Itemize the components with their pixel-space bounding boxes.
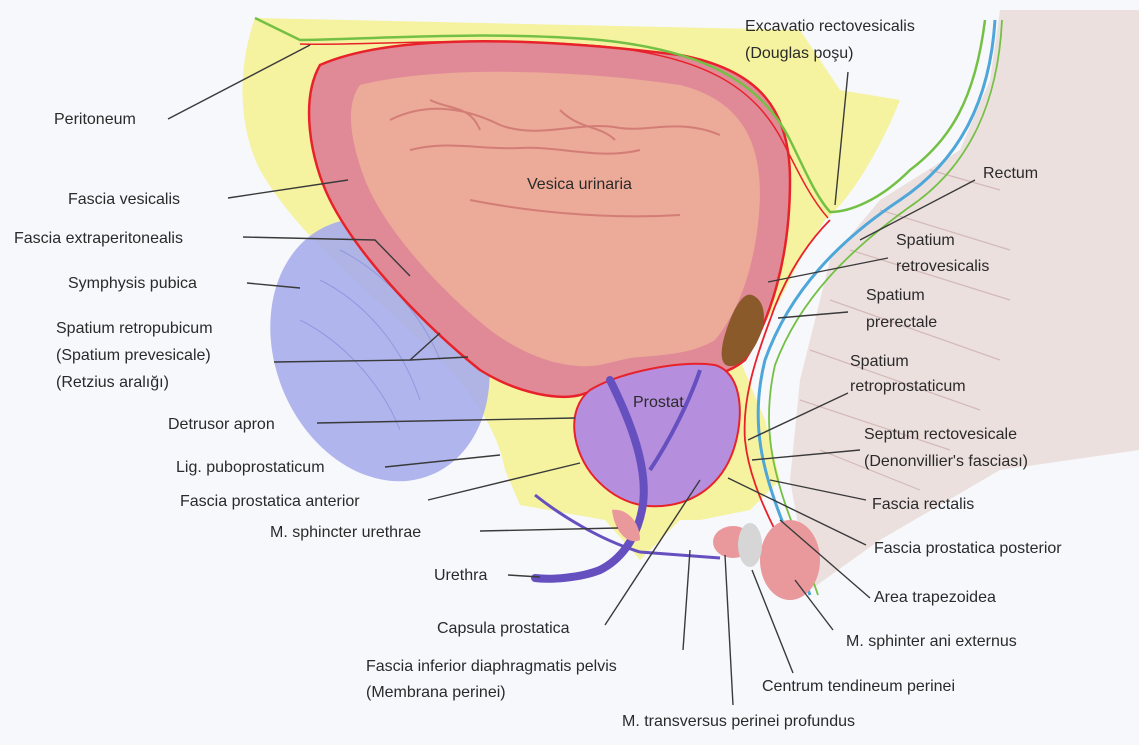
label-fascia-vesicalis: Fascia vesicalis [68,191,180,208]
label-m-transversus: M. transversus perinei profundus [622,713,855,730]
label-excavatio-2: (Douglas poşu) [745,45,854,62]
label-lig-puboprostaticum: Lig. puboprostaticum [176,459,325,476]
label-fascia-extraperitonealis: Fascia extraperitonealis [14,230,183,247]
label-fascia-inferior-2: (Membrana perinei) [366,684,506,701]
label-spatium-retrovesicalis-2: retrovesicalis [896,258,989,275]
sphincter-ani-muscle [760,520,820,600]
label-rectum: Rectum [983,165,1038,182]
label-spatium-retroprostaticum-1: Spatium [850,353,909,370]
label-spatium-prerectale-1: Spatium [866,287,925,304]
label-fascia-inferior-1: Fascia inferior diaphragmatis pelvis [366,658,617,675]
label-fascia-rectalis: Fascia rectalis [872,496,974,513]
label-spatium-retropubicum-3: (Retzius aralığı) [56,374,169,391]
label-symphysis-pubica: Symphysis pubica [68,275,197,292]
label-prostat: Prostat [633,394,684,411]
label-capsula-prostatica: Capsula prostatica [437,620,570,637]
label-septum-2: (Denonvillier's fasciası) [864,453,1028,470]
label-m-sphincter-urethrae: M. sphincter urethrae [270,524,421,541]
label-m-sphinter-ani: M. sphinter ani externus [846,633,1017,650]
label-spatium-prerectale-2: prerectale [866,314,937,331]
label-excavatio-1: Excavatio rectovesicalis [745,18,915,35]
label-area-trapezoidea: Area trapezoidea [874,589,996,606]
label-spatium-retropubicum-1: Spatium retropubicum [56,320,213,337]
label-vesica-urinaria: Vesica urinaria [527,176,632,193]
label-spatium-retrovesicalis-1: Spatium [896,232,955,249]
label-fascia-prostatica-posterior: Fascia prostatica posterior [874,540,1062,557]
label-fascia-prostatica-anterior: Fascia prostatica anterior [180,493,360,510]
label-detrusor-apron: Detrusor apron [168,416,275,433]
label-spatium-retroprostaticum-2: retroprostaticum [850,378,966,395]
label-centrum-tendineum: Centrum tendineum perinei [762,678,955,695]
label-septum-1: Septum rectovesicale [864,426,1017,443]
label-urethra: Urethra [434,567,487,584]
label-peritoneum: Peritoneum [54,111,136,128]
centrum-tendineum-shape [738,523,762,567]
label-spatium-retropubicum-2: (Spatium prevesicale) [56,347,211,364]
